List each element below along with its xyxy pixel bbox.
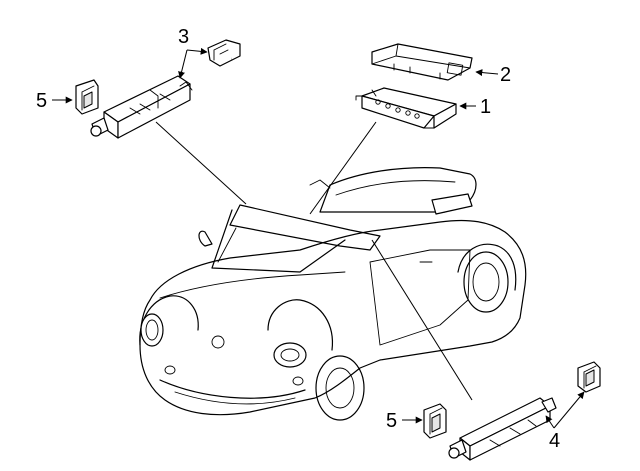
callout-5-top-label: 5 bbox=[36, 90, 47, 112]
callout-4-label: 4 bbox=[549, 430, 560, 452]
convertible-car bbox=[139, 167, 527, 421]
part-2-module-cover bbox=[371, 43, 473, 81]
callout-3-label: 3 bbox=[178, 26, 189, 48]
callout-1-label: 1 bbox=[480, 96, 491, 118]
part-4-antenna-lower bbox=[448, 397, 557, 461]
part-1-control-module bbox=[355, 87, 457, 129]
callout-arrows bbox=[52, 47, 585, 429]
callout-2-label: 2 bbox=[500, 64, 511, 86]
part-4-clip bbox=[577, 361, 601, 393]
part-3-clip bbox=[207, 39, 241, 67]
part-5-bracket-upper bbox=[75, 79, 99, 115]
callout-5-bottom-label: 5 bbox=[386, 410, 397, 432]
part-5-bracket-lower bbox=[423, 403, 447, 439]
leader-lines bbox=[155, 121, 473, 401]
part-3-antenna-upper bbox=[90, 75, 193, 139]
